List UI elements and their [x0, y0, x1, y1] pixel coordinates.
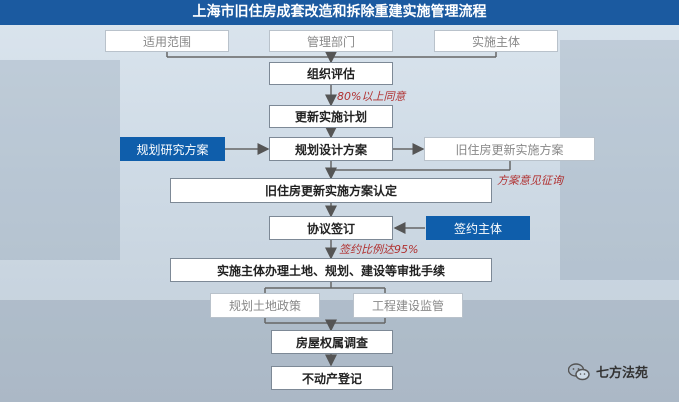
wechat-icon — [568, 362, 590, 380]
step-design: 规划设计方案 — [269, 137, 393, 161]
step-register: 不动产登记 — [271, 366, 393, 390]
box-renew-plan: 旧住房更新实施方案 — [424, 137, 595, 161]
box-sign-party: 签约主体 — [426, 216, 530, 240]
step-survey: 房屋权属调查 — [271, 330, 393, 354]
box-land-policy: 规划土地政策 — [210, 293, 320, 318]
box-scope: 适用范围 — [105, 30, 229, 52]
note-opinion: 方案意见征询 — [497, 174, 563, 187]
watermark: 七方法苑 — [568, 362, 648, 381]
box-authority: 管理部门 — [269, 30, 393, 52]
step-sign: 协议签订 — [269, 216, 393, 240]
note-sign-ratio: 签约比例达95% — [339, 243, 419, 256]
note-consent: 80%以上同意 — [337, 90, 406, 103]
flowchart-title: 上海市旧住房成套改造和拆除重建实施管理流程 — [0, 0, 679, 25]
watermark-text: 七方法苑 — [596, 366, 649, 381]
step-confirm: 旧住房更新实施方案认定 — [170, 178, 492, 203]
step-assess: 组织评估 — [269, 62, 393, 85]
box-implementer: 实施主体 — [434, 30, 558, 52]
step-approval: 实施主体办理土地、规划、建设等审批手续 — [170, 258, 492, 282]
background-building-left — [0, 60, 120, 260]
box-supervision: 工程建设监管 — [353, 293, 463, 318]
step-plan: 更新实施计划 — [269, 105, 393, 128]
box-research: 规划研究方案 — [120, 137, 225, 161]
